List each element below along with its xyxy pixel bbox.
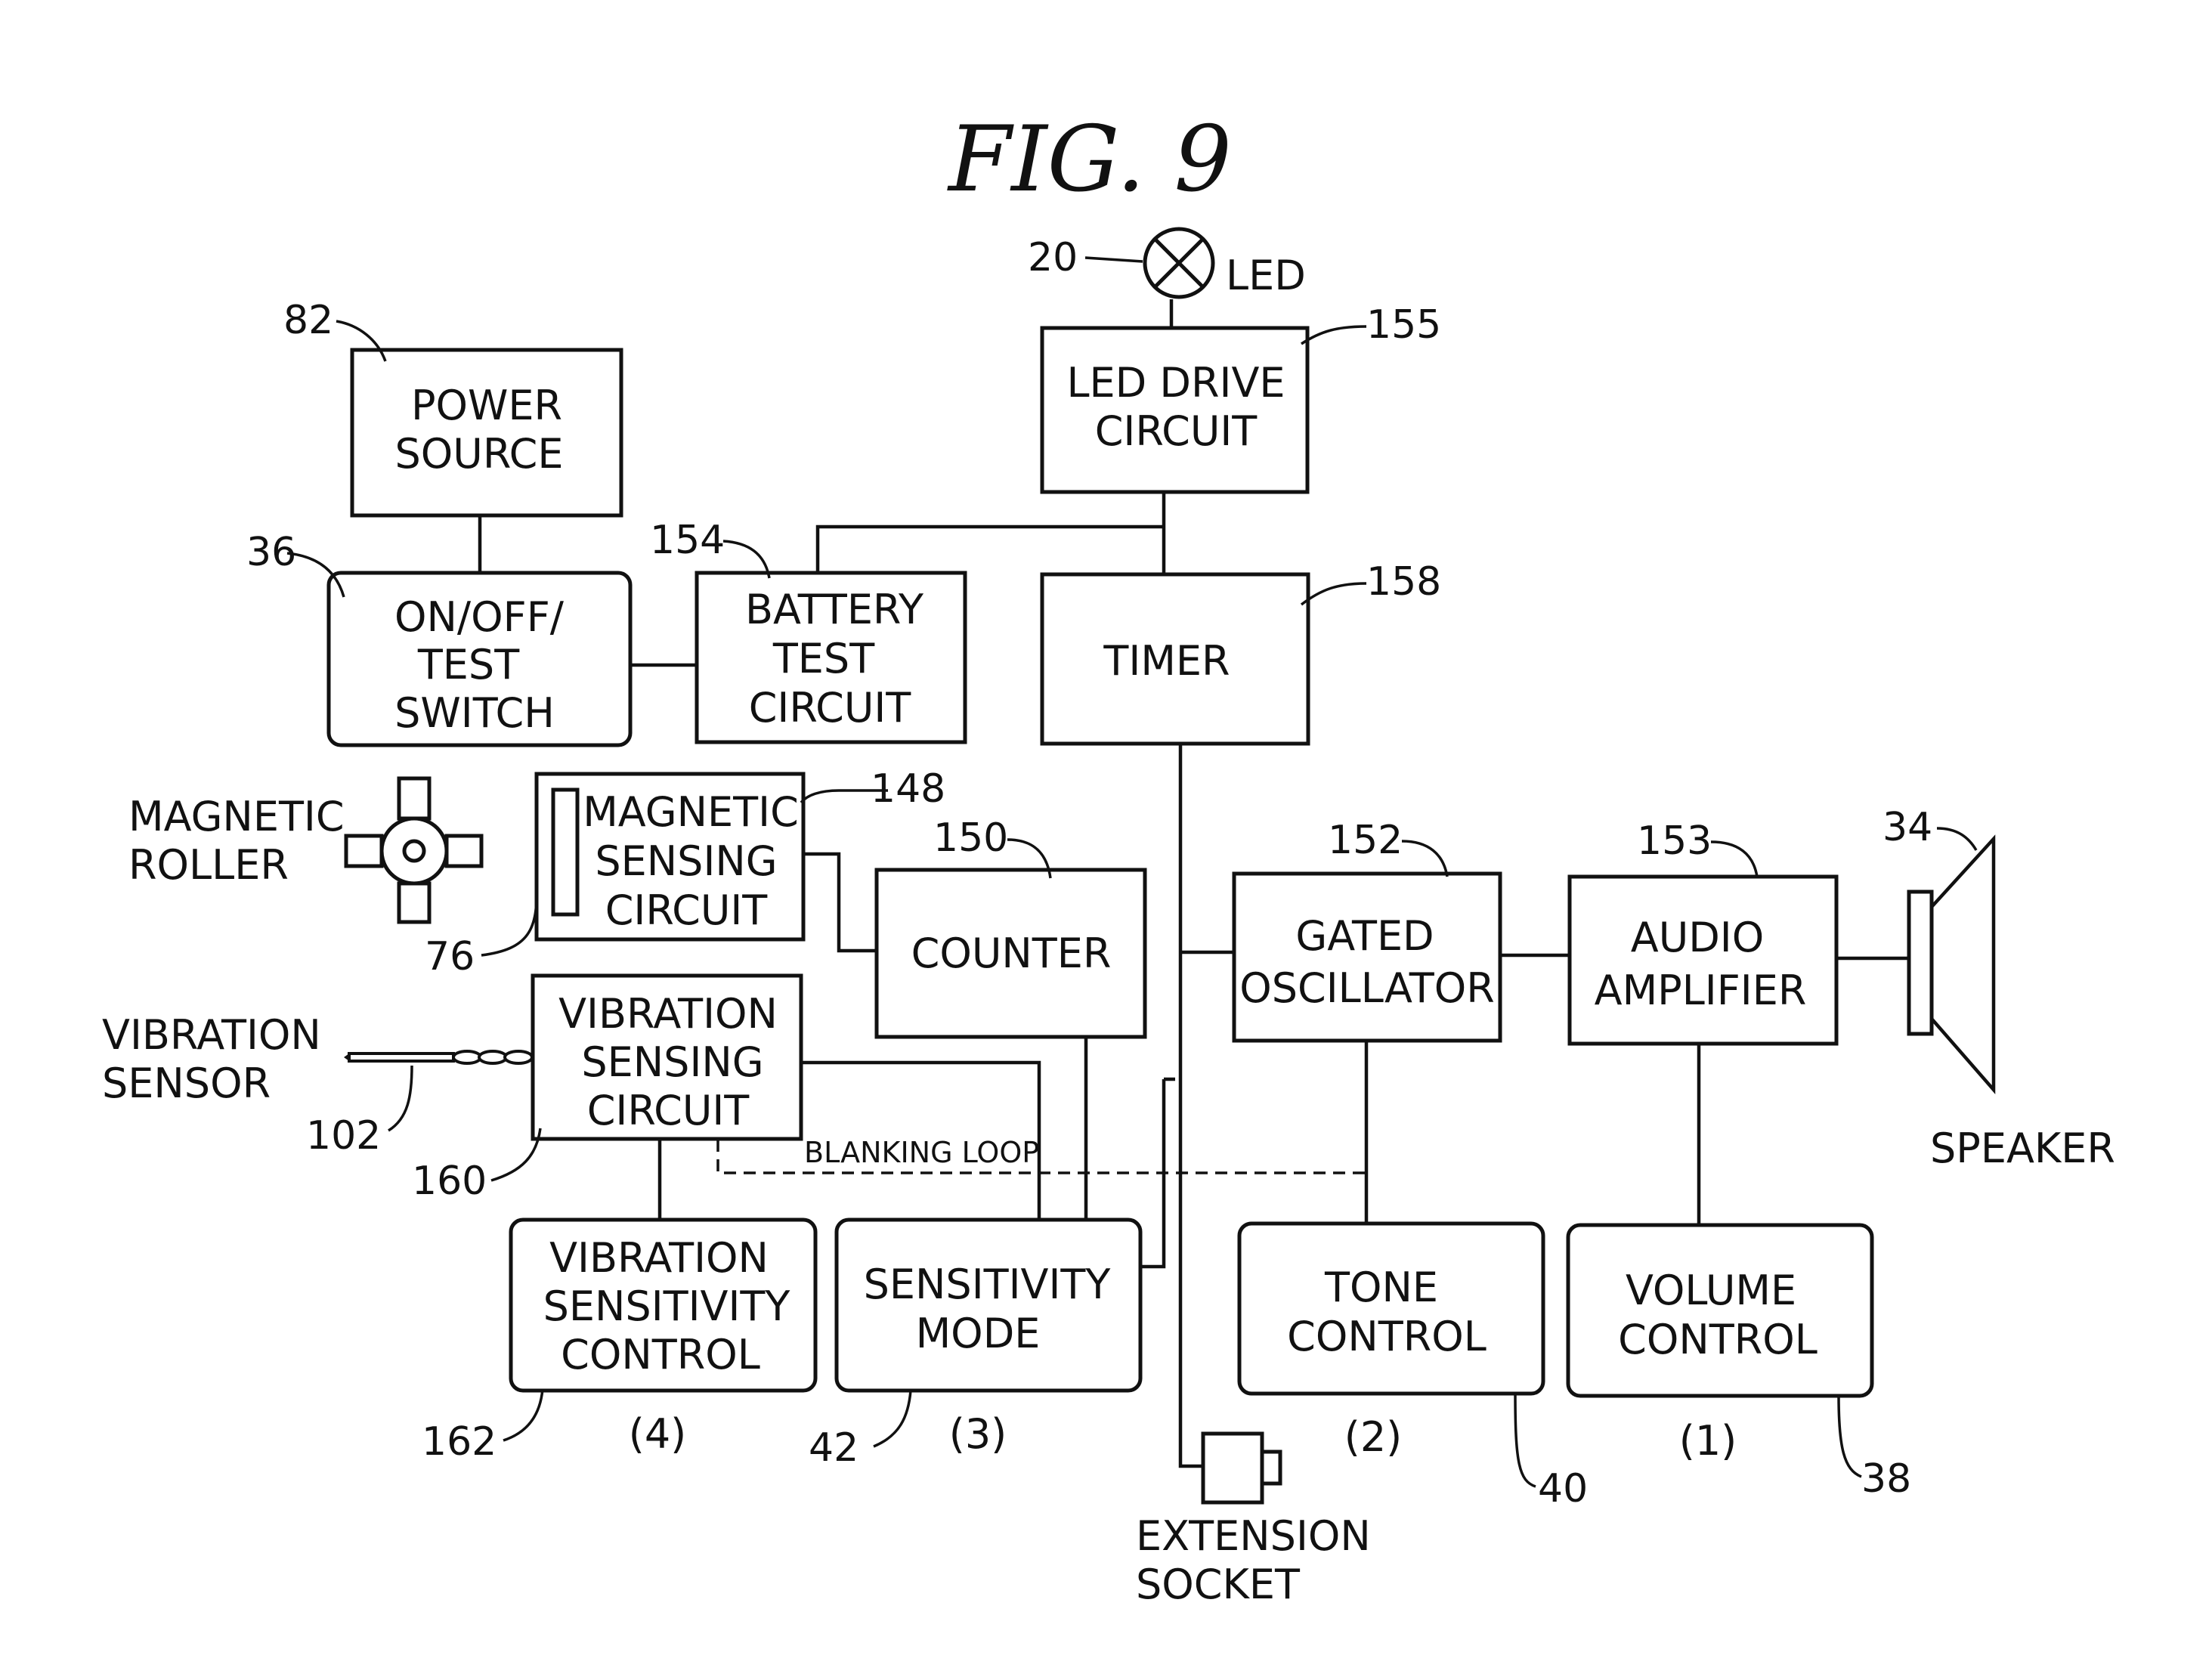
ref-154: 154 [650, 518, 725, 563]
timer-block: TIMER [1040, 572, 1310, 746]
power-source-line-1: POWER [411, 382, 562, 429]
power-source-block: POWER SOURCE [350, 348, 623, 518]
control-number-4: (4) [629, 1410, 687, 1458]
extension-socket-icon [1201, 1431, 1282, 1505]
blanking-loop-label: BLANKING LOOP [804, 1136, 1039, 1169]
audio-amplifier-line-1: AUDIO [1631, 914, 1764, 961]
volume-control-block: VOLUME CONTROL [1566, 1223, 1874, 1398]
magnetic-roller-line-1: MAGNETIC [128, 793, 345, 840]
magnetic-roller-icon [344, 776, 484, 924]
magnetic-sensing-line-3: CIRCUIT [605, 886, 769, 934]
blanking-loop-line [716, 1140, 1366, 1174]
ref-155: 155 [1366, 302, 1441, 348]
ref-148: 148 [871, 766, 945, 812]
tone-control-block: TONE CONTROL [1237, 1221, 1545, 1396]
ref-20: 20 [1028, 235, 1078, 280]
vibration-sensitivity-line-1: VIBRATION [549, 1234, 769, 1282]
counter-block: COUNTER [874, 868, 1147, 1039]
extension-socket-line-1: EXTENSION [1136, 1512, 1371, 1560]
gated-oscillator-line-1: GATED [1295, 912, 1434, 960]
vibration-sensing-circuit-block: VIBRATION SENSING CIRCUIT [531, 973, 803, 1141]
ref-82: 82 [283, 298, 333, 343]
speaker-icon [1907, 834, 1996, 1095]
vibration-sensor-line-1: VIBRATION [102, 1011, 321, 1059]
ref-158: 158 [1366, 559, 1441, 605]
onoff-switch-line-2: TEST [417, 641, 520, 688]
magnetic-sensing-circuit-block: MAGNETIC SENSING CIRCUIT [534, 772, 806, 942]
vibration-sensing-line-3: CIRCUIT [587, 1087, 750, 1134]
ref-150: 150 [933, 815, 1008, 861]
reference-leaders [286, 256, 1978, 1488]
magnetic-sensor-element [551, 787, 580, 917]
speaker-label: SPEAKER [1930, 1125, 2115, 1172]
ref-102: 102 [306, 1113, 381, 1159]
ref-34: 34 [1883, 805, 1932, 850]
ref-36: 36 [246, 530, 296, 575]
vibration-sensitivity-line-3: CONTROL [561, 1331, 760, 1378]
vibration-sensitivity-control-block: VIBRATION SENSITIVITY CONTROL [509, 1217, 818, 1393]
vibration-sensitivity-line-2: SENSITIVITY [543, 1282, 791, 1330]
led-label: LED [1226, 252, 1306, 299]
onoff-test-switch-block: ON/OFF/ TEST SWITCH [326, 571, 633, 747]
led-drive-circuit-block: LED DRIVE CIRCUIT [1040, 326, 1310, 494]
gated-oscillator-line-2: OSCILLATOR [1239, 964, 1495, 1012]
magnetic-roller-line-2: ROLLER [128, 841, 289, 889]
figure-title: FIG. 9 [947, 107, 1232, 212]
power-source-line-2: SOURCE [395, 430, 564, 478]
ref-152: 152 [1328, 818, 1403, 863]
counter-label: COUNTER [911, 930, 1112, 977]
control-number-1: (1) [1679, 1417, 1737, 1465]
vibration-sensing-line-2: SENSING [581, 1038, 763, 1086]
led-drive-line-1: LED DRIVE [1066, 359, 1285, 407]
gated-oscillator-block: GATED OSCILLATOR [1232, 871, 1502, 1043]
onoff-switch-line-3: SWITCH [394, 689, 555, 737]
onoff-switch-line-1: ON/OFF/ [394, 593, 565, 641]
battery-test-circuit-block: BATTERY TEST CIRCUIT [695, 571, 967, 744]
wire-timer-trunk [1178, 744, 1203, 1468]
ref-38: 38 [1861, 1456, 1911, 1502]
ref-153: 153 [1637, 818, 1712, 864]
audio-amplifier-block: AUDIO AMPLIFIER [1567, 874, 1839, 1046]
volume-control-line-1: VOLUME [1626, 1267, 1796, 1314]
led-drive-line-2: CIRCUIT [1095, 407, 1258, 455]
magnetic-sensing-line-1: MAGNETIC [583, 788, 799, 836]
volume-control-line-2: CONTROL [1618, 1316, 1818, 1363]
ref-160: 160 [412, 1159, 487, 1204]
ref-40: 40 [1538, 1466, 1588, 1511]
ref-42: 42 [809, 1425, 859, 1471]
tone-control-line-2: CONTROL [1287, 1313, 1487, 1360]
audio-amplifier-line-2: AMPLIFIER [1595, 967, 1807, 1014]
led-lamp-icon [1143, 227, 1215, 299]
wire-mode-to-trunk [1140, 1079, 1166, 1269]
ref-76: 76 [425, 934, 475, 979]
sensitivity-mode-line-1: SENSITIVITY [864, 1261, 1112, 1308]
extension-socket-line-2: SOCKET [1136, 1561, 1301, 1608]
wire-vibration-to-mode [801, 1060, 1041, 1220]
wire-magnetic-to-counter [803, 852, 877, 953]
battery-test-line-1: BATTERY [745, 586, 924, 633]
tone-control-line-1: TONE [1324, 1264, 1438, 1311]
magnetic-sensing-line-2: SENSING [595, 837, 777, 885]
control-number-2: (2) [1344, 1413, 1403, 1461]
vibration-sensor-probe-icon [344, 1050, 534, 1065]
timer-label: TIMER [1103, 637, 1230, 685]
wiring [478, 299, 1909, 1468]
wire-battery-test-to-bus [815, 524, 1164, 573]
battery-test-line-3: CIRCUIT [749, 684, 912, 732]
vibration-sensing-line-1: VIBRATION [558, 990, 778, 1038]
vibration-sensor-line-2: SENSOR [102, 1060, 271, 1107]
ref-162: 162 [422, 1419, 497, 1465]
battery-test-line-2: TEST [772, 635, 875, 682]
control-number-3: (3) [949, 1410, 1007, 1458]
sensitivity-mode-block: SENSITIVITY MODE [834, 1217, 1143, 1393]
sensitivity-mode-line-2: MODE [916, 1310, 1041, 1357]
